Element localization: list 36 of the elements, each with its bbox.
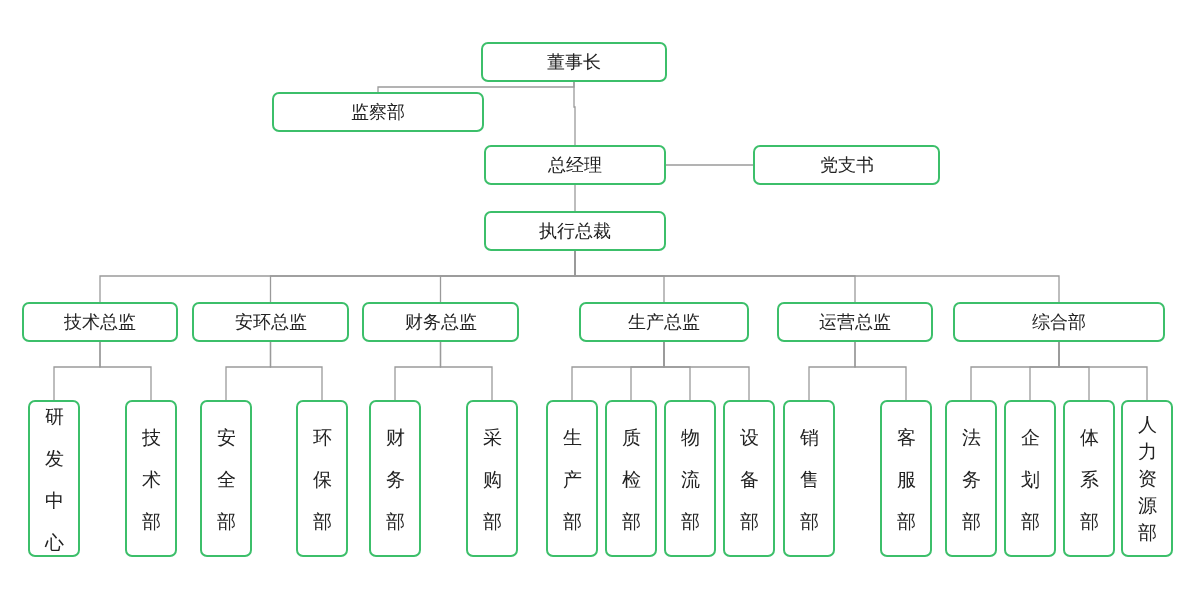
- connector-line: [439, 341, 493, 401]
- position-box: 运营总监: [777, 302, 933, 342]
- department-box: 技术部: [125, 400, 177, 557]
- connector-line: [99, 341, 152, 401]
- department-box: 物流部: [664, 400, 716, 557]
- position-box: 技术总监: [22, 302, 178, 342]
- position-box: 总经理: [484, 145, 666, 185]
- department-box: 研发中心: [28, 400, 80, 557]
- connector-line: [574, 184, 576, 212]
- connector-line: [665, 164, 754, 166]
- department-box: 环保部: [296, 400, 348, 557]
- department-box: 客服部: [880, 400, 932, 557]
- position-box: 生产总监: [579, 302, 749, 342]
- department-box: 设备部: [723, 400, 775, 557]
- department-box: 生产部: [546, 400, 598, 557]
- department-box: 财务部: [369, 400, 421, 557]
- department-box: 采购部: [466, 400, 518, 557]
- department-box: 人力资源部: [1121, 400, 1173, 557]
- department-box: 安全部: [200, 400, 252, 557]
- department-box: 质检部: [605, 400, 657, 557]
- department-box: 体系部: [1063, 400, 1115, 557]
- position-box: 监察部: [272, 92, 484, 132]
- connector-line: [663, 341, 750, 401]
- connector-line: [269, 341, 323, 401]
- department-box: 企划部: [1004, 400, 1056, 557]
- position-box: 党支书: [753, 145, 940, 185]
- connector-line: [573, 81, 576, 146]
- position-box: 安环总监: [192, 302, 349, 342]
- connector-line: [854, 341, 907, 401]
- department-box: 销售部: [783, 400, 835, 557]
- connector-line: [1058, 341, 1148, 401]
- position-box: 财务总监: [362, 302, 519, 342]
- department-box: 法务部: [945, 400, 997, 557]
- position-box: 执行总裁: [484, 211, 666, 251]
- position-box: 综合部: [953, 302, 1165, 342]
- position-box: 董事长: [481, 42, 667, 82]
